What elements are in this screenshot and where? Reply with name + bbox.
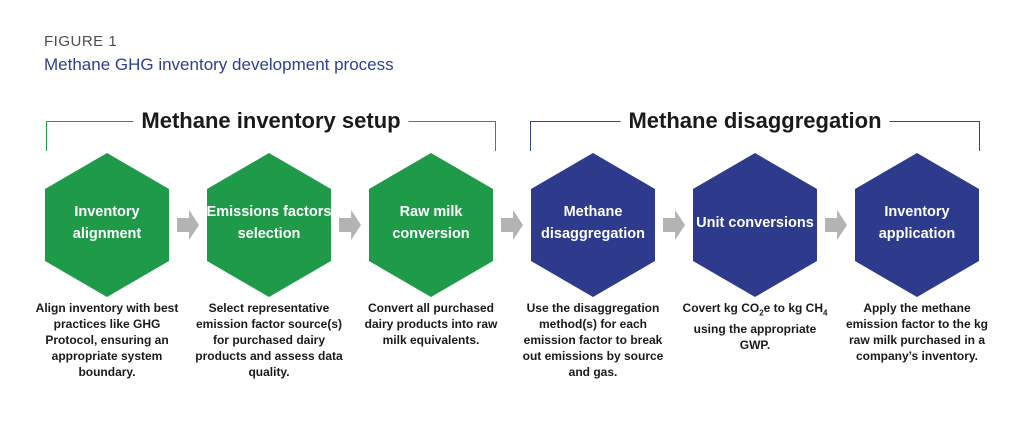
step-title-inventory-application: Inventory application xyxy=(878,204,956,242)
section-disaggregation: Methane disaggregation xyxy=(530,106,980,151)
hexagon-raw-milk-conversion xyxy=(369,153,493,297)
hexagon-inventory-alignment xyxy=(45,153,169,297)
arrow-icon xyxy=(501,210,523,240)
disaggregation-heading: Methane disaggregation xyxy=(620,106,890,136)
step-title-emissions-factors-selection: Emissions factors selection xyxy=(206,204,332,242)
step-title-inventory-alignment: Inventory alignment xyxy=(72,204,142,242)
figure-title: Methane GHG inventory development proces… xyxy=(44,55,394,74)
arrow-icon xyxy=(825,210,847,240)
step-description-raw-milk-conversion: Convert all purchased dairy products int… xyxy=(364,301,498,347)
hexagon-unit-conversions xyxy=(693,153,817,297)
arrow-icon xyxy=(663,210,685,240)
step-description-inventory-alignment: Align inventory with best practices like… xyxy=(35,301,179,379)
step-title-methane-disaggregation: Methane disaggregation xyxy=(541,204,645,242)
hexagon-inventory-application xyxy=(855,153,979,297)
arrow-icon xyxy=(339,210,361,240)
hexagon-emissions-factors-selection xyxy=(207,153,331,297)
section-setup: Methane inventory setup xyxy=(46,106,496,151)
step-description-emissions-factors-selection: Select representative emission factor so… xyxy=(195,301,343,379)
figure-label: FIGURE 1 xyxy=(44,33,118,50)
step-description-inventory-application: Apply the methane emission factor to the… xyxy=(845,301,989,363)
step-title-unit-conversions: Unit conversions xyxy=(696,215,814,231)
setup-heading: Methane inventory setup xyxy=(133,106,409,136)
hexagon-methane-disaggregation xyxy=(531,153,655,297)
step-title-raw-milk-conversion: Raw milk conversion xyxy=(392,204,470,242)
step-description-unit-conversions: Covert kg CO2e to kg CH4 using the appro… xyxy=(682,301,828,353)
step-description-methane-disaggregation: Use the disaggregation method(s) for eac… xyxy=(522,301,664,379)
arrow-icon xyxy=(177,210,199,240)
